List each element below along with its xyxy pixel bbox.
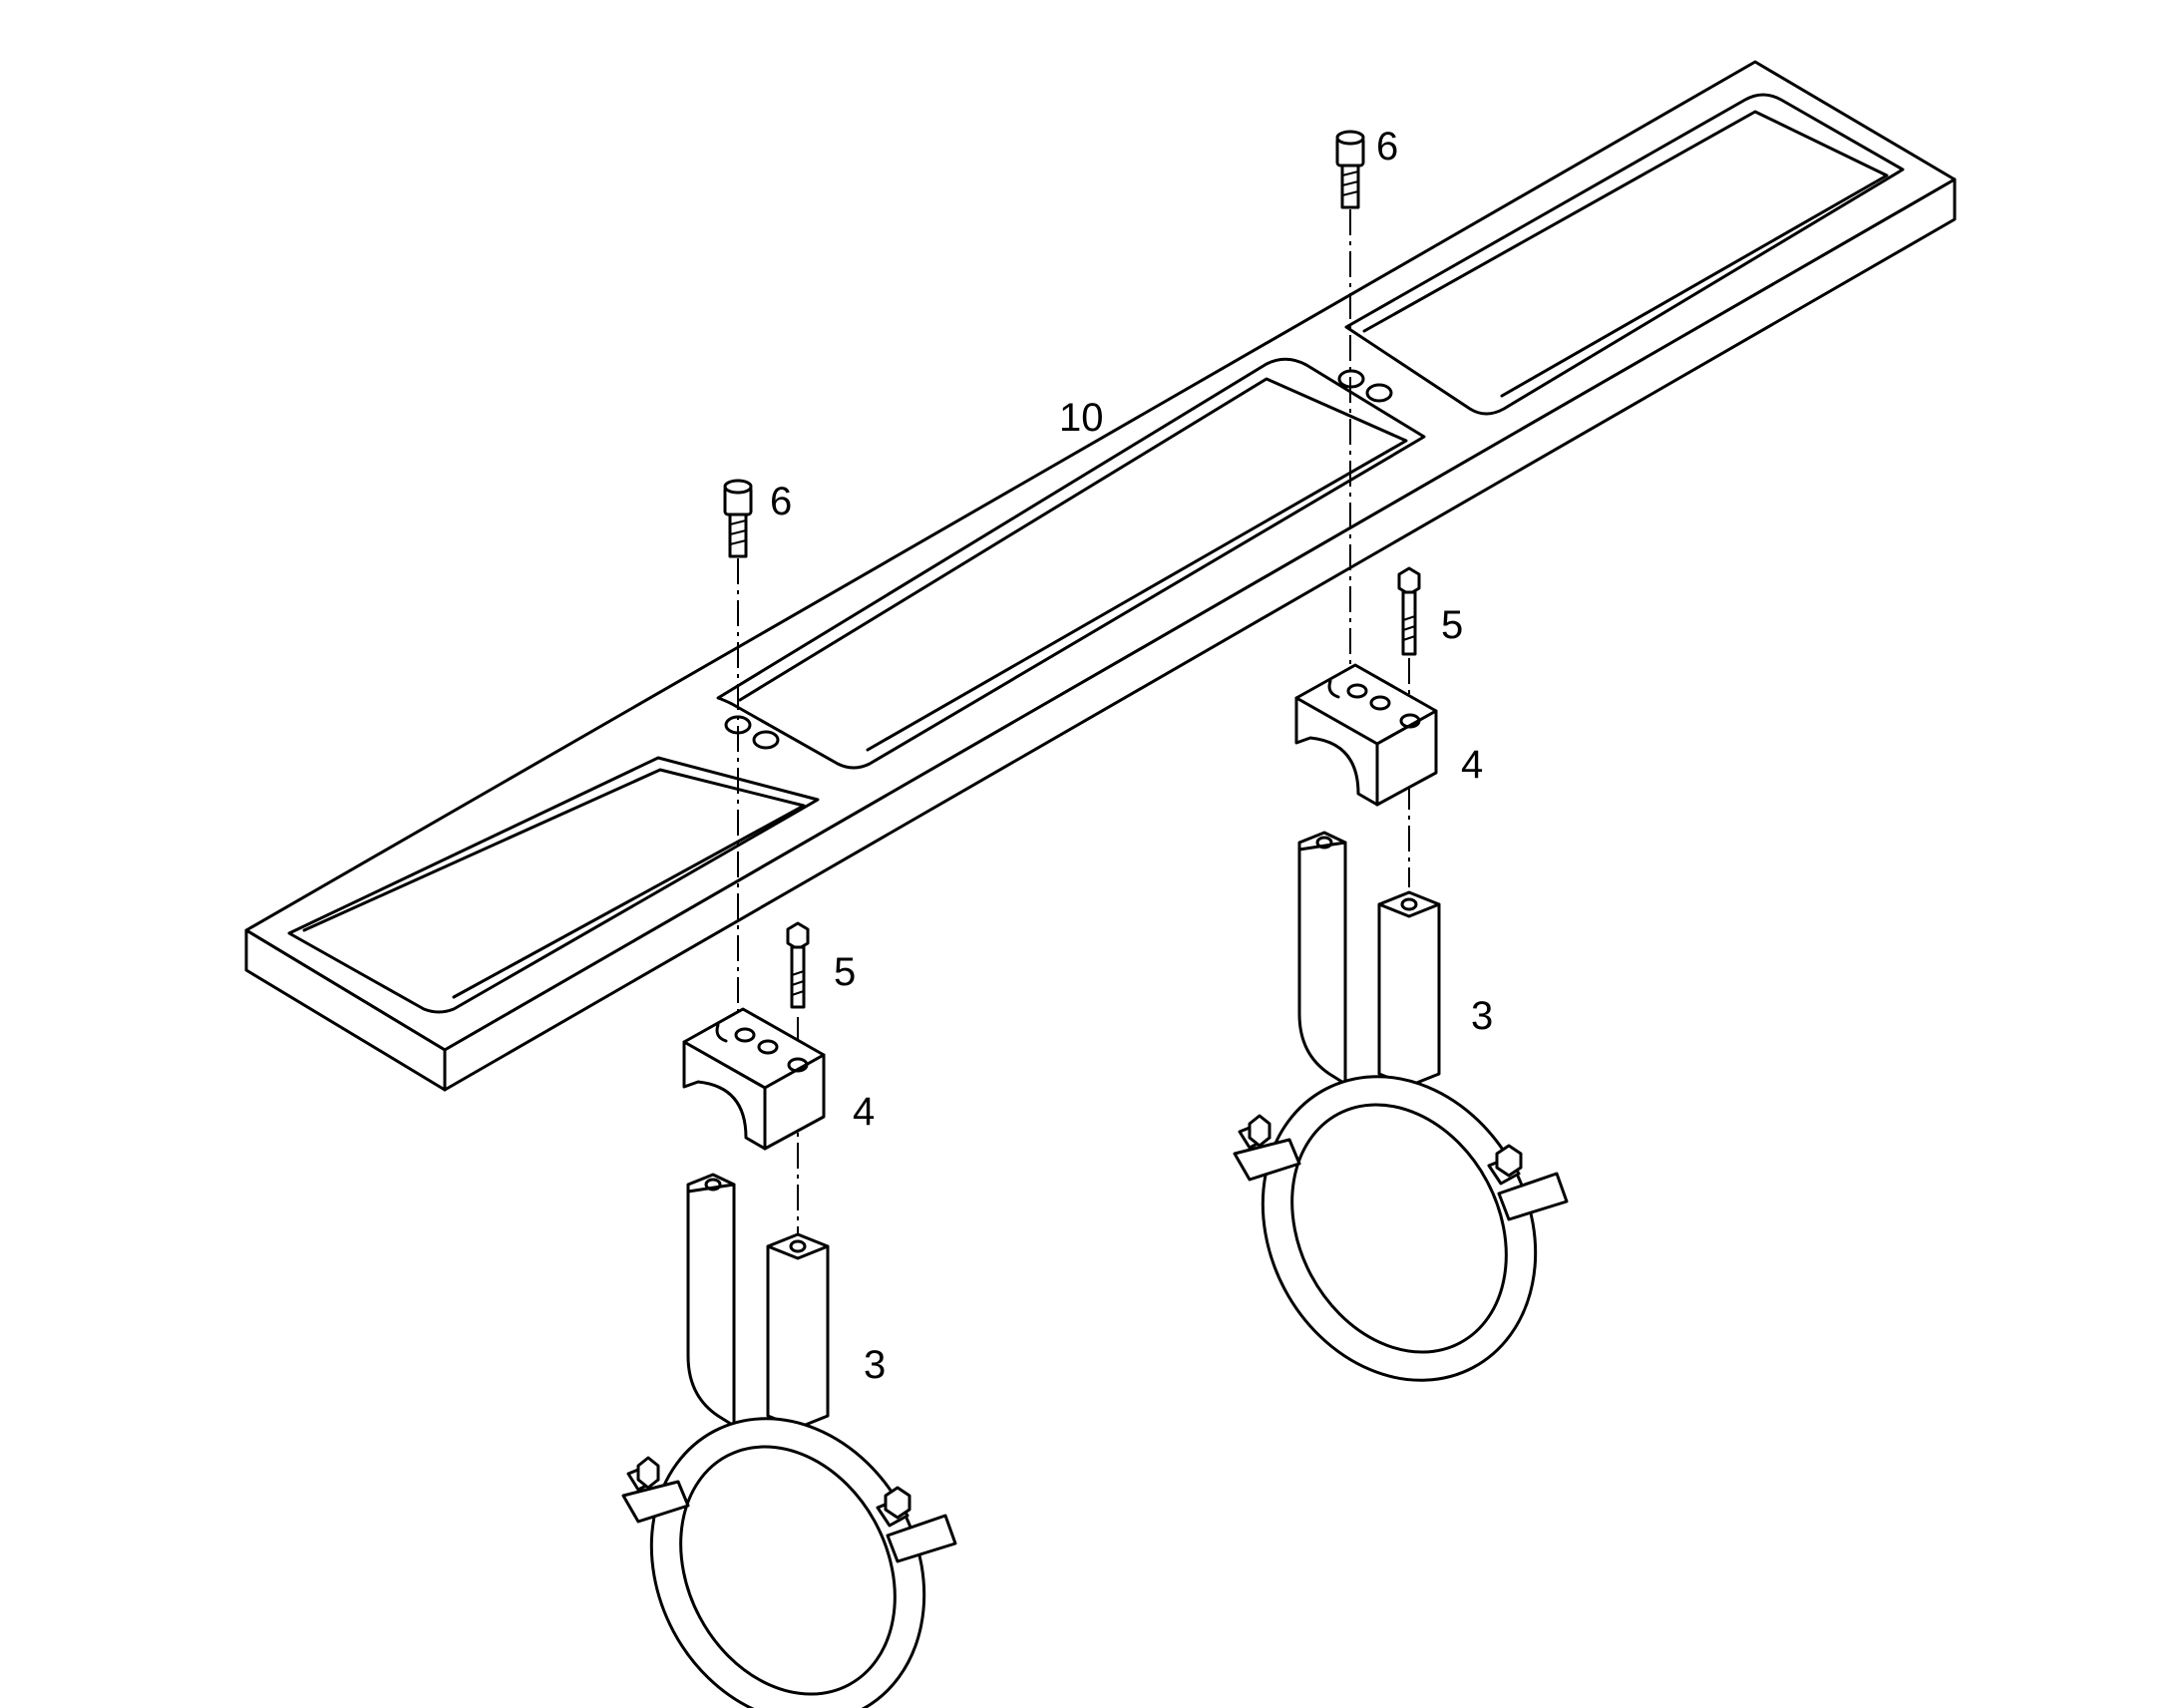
support-frame — [244, 60, 1957, 1092]
callout-bolt-left: 5 — [834, 950, 856, 994]
callout-frame: 10 — [1059, 396, 1104, 440]
clamp-block-right — [1294, 663, 1438, 807]
callout-bolt-right: 5 — [1441, 603, 1463, 647]
callout-block-right: 4 — [1461, 743, 1483, 787]
callout-screw-left: 6 — [770, 480, 792, 523]
cap-screw-left — [723, 479, 753, 558]
clamp-block-left — [682, 1007, 826, 1151]
pipe-clamp-left — [621, 1173, 957, 1708]
callout-screw-right: 6 — [1376, 125, 1398, 169]
callout-clamp-right: 3 — [1471, 994, 1493, 1038]
hex-bolt-left — [786, 921, 810, 1009]
callout-labels: 10 6 6 5 5 4 4 3 3 — [770, 125, 1493, 1387]
hex-bolt-right — [1397, 566, 1421, 656]
pipe-clamp-right — [1233, 831, 1569, 1382]
callout-block-left: 4 — [853, 1090, 875, 1134]
callout-clamp-left: 3 — [864, 1343, 886, 1387]
cap-screw-right — [1335, 130, 1365, 209]
